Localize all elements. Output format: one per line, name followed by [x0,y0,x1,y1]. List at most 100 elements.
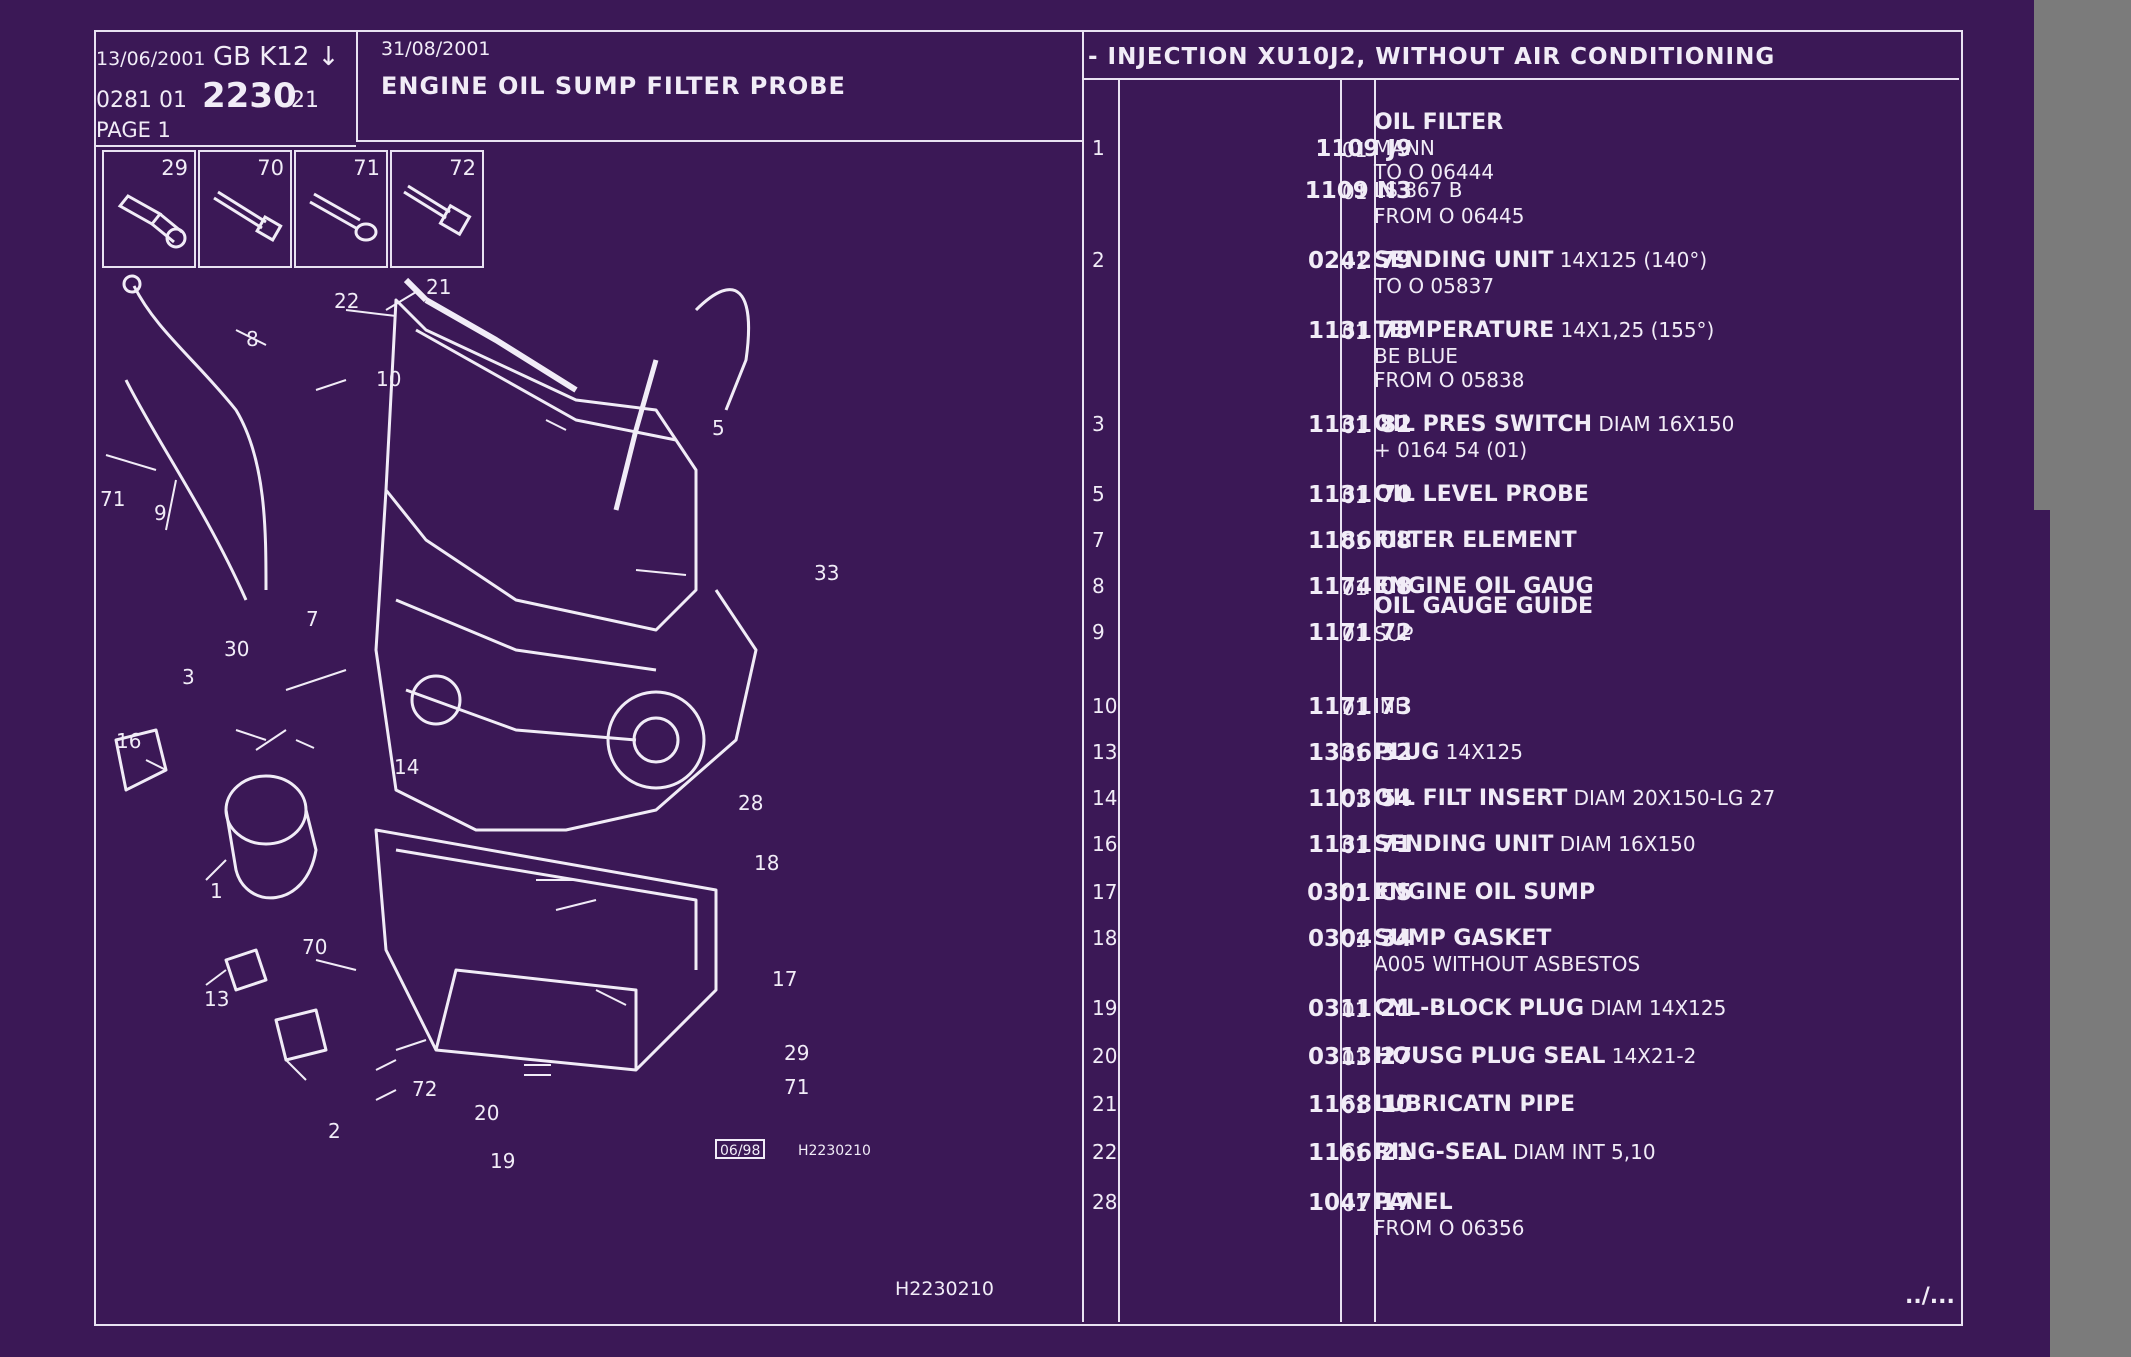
callout-label: 3 [182,665,195,689]
part-spec: LS 867 B [1374,178,1463,202]
part-reference: 1131 78 [1307,318,1412,344]
part-name-text: SENDING UNIT [1374,832,1554,857]
part-reference: 1109 N3 [1304,178,1412,204]
callout-label: 16 [116,729,141,753]
header-rule-right [1082,78,1959,80]
callout-label: 13 [204,987,229,1011]
callout-label: 14 [394,755,419,779]
part-reference: 1174 08 [1307,574,1412,600]
part-name: OIL FILTER [1374,110,1504,135]
item-index: 5 [1092,482,1105,506]
fastener-box-72: 72 [390,150,484,268]
diagram-stamp-code: H2230210 [798,1143,871,1159]
part-reference: 0304 34 [1307,926,1412,952]
part-name-text: SUMP GASKET [1374,926,1552,951]
item-index: 3 [1092,412,1105,436]
callout-label: 30 [224,637,249,661]
callout-label: 20 [474,1101,499,1125]
page-subtitle: - INJECTION XU10J2, WITHOUT AIR CONDITIO… [1088,44,1776,70]
margin-notch [2034,510,2050,1357]
callout-label: 17 [772,967,797,991]
part-reference: 1109 J9 [1315,136,1412,162]
callout-label: 2 [328,1119,341,1143]
part-name-text: SENDING UNIT [1374,248,1554,273]
part-note: FROM O 06356 [1374,1216,1525,1240]
item-index: 21 [1092,1092,1118,1116]
screw-icon [309,192,378,242]
part-reference: 1131 71 [1307,832,1412,858]
part-note: A005 WITHOUT ASBESTOS [1374,952,1641,976]
part-note: BE BLUE [1374,344,1458,368]
part-name: ENGINE OIL SUMP [1374,880,1595,905]
callout-label: 19 [490,1149,515,1173]
catalog-code-a: 0281 01 [96,88,187,113]
item-index: 28 [1092,1190,1118,1214]
callout-label: 71 [100,487,125,511]
fastener-number: 72 [449,156,476,180]
callout-label: 21 [426,275,451,299]
part-quantity: 01 [1342,320,1368,344]
part-name-text: CYL-BLOCK PLUG [1374,996,1585,1021]
part-reference: 1171 72 [1307,620,1412,646]
fastener-box-70: 70 [198,150,292,268]
part-name-text: FILTER ELEMENT [1374,528,1577,553]
part-quantity: 01 [1342,414,1368,438]
item-index: 16 [1092,832,1118,856]
part-reference: 1168 10 [1307,1092,1412,1118]
part-name: OIL LEVEL PROBE [1374,482,1589,507]
callout-label: 29 [784,1041,809,1065]
part-name: LUBRICATN PIPE [1374,1092,1575,1117]
callout-label: 18 [754,851,779,875]
callout-label: 10 [376,367,401,391]
callout-label: 72 [412,1077,437,1101]
fastener-number: 71 [353,156,380,180]
part-spec: DIAM 14X125 [1584,996,1727,1020]
divider-qty [1374,78,1376,1322]
diagram-code: H2230210 [895,1278,994,1300]
header-rule-left [356,140,1082,142]
part-spec: 14X21-2 [1605,1044,1697,1068]
fastener-number: 70 [257,156,284,180]
part-note: TO O 06444 [1374,160,1495,184]
item-index: 9 [1092,620,1105,644]
part-name: LS 867 B [1374,178,1462,203]
part-reference: 1336 32 [1307,740,1412,766]
part-spec: INF [1374,694,1407,718]
part-name: PANEL [1374,1190,1453,1215]
part-spec: 14X125 (140°) [1553,248,1708,272]
part-spec: DIAM 16X150 [1553,832,1696,856]
item-index: 20 [1092,1044,1118,1068]
screw-icon [213,190,283,242]
item-index: 14 [1092,786,1118,810]
fastener-box-29: 29 [102,150,196,268]
part-name: INF [1374,694,1406,719]
print-date: 13/06/2001 [96,48,206,70]
part-name: SENDING UNIT DIAM 16X150 [1374,832,1696,857]
part-quantity: 01 [1342,1094,1368,1118]
part-quantity: 01 [1342,484,1368,508]
continuation-mark: ../... [1905,1284,1955,1309]
part-spec: DIAM 20X150-LG 27 [1567,786,1776,810]
callout-label: 33 [814,561,839,585]
part-note: FROM O 06445 [1374,204,1525,228]
callout-label: 9 [154,501,167,525]
item-index: 18 [1092,926,1118,950]
part-name-text: OIL FILT INSERT [1374,786,1568,811]
part-name-text: LUBRICATN PIPE [1374,1092,1575,1117]
part-quantity: 01 [1342,1046,1368,1070]
part-note: MANN [1374,136,1435,160]
callout-label: 7 [306,607,319,631]
item-index: 19 [1092,996,1118,1020]
callout-label: 70 [302,935,327,959]
part-spec: 14X125 [1439,740,1523,764]
part-reference: 1047 17 [1307,1190,1412,1216]
part-name-text: PLUG [1374,740,1440,765]
part-name: OIL GAUGE GUIDE [1374,594,1593,619]
part-quantity: 01 [1342,576,1368,600]
part-quantity: 01 [1342,998,1368,1022]
divider-header-left [356,30,358,142]
catalog-sheet [94,30,1963,1326]
item-index: 1 [1092,136,1105,160]
part-name: CYL-BLOCK PLUG DIAM 14X125 [1374,996,1726,1021]
callout-label: 71 [784,1075,809,1099]
